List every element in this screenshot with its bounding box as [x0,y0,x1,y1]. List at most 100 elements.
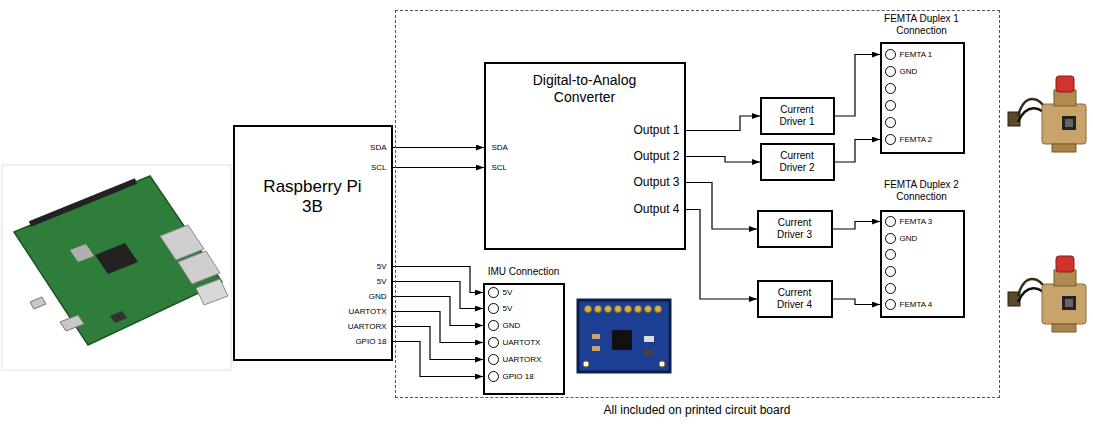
pin-label: FEMTA 1 [900,50,933,59]
solder-pad [625,306,632,313]
board-name: Raspberry Pi 3B [257,177,369,216]
ethernet-port [196,279,228,305]
pin-circle [886,50,896,60]
pin-label: SCL [371,163,387,172]
signal-wire [686,209,757,299]
pin-circle [886,234,896,244]
photo-frame [2,165,231,370]
femta-thruster-photo [1008,76,1086,152]
pin-circle [489,288,499,298]
connector-heading: FEMTA Duplex 2 Connection [876,179,968,202]
converter-box: Digital-to-Analog ConverterSDA SCL Output … [484,62,686,250]
pin-label: UARTOTX [349,307,387,316]
pin-circle [886,135,896,145]
pin-circle [489,321,499,331]
pin-label: FEMTA 3 [900,217,933,226]
pin-label: 5V [503,304,513,313]
driver-box: Current Driver 1 [760,97,835,135]
pi-chip [70,244,94,262]
signal-wire [686,116,760,130]
solder-pad [595,306,602,313]
raspberry-pi-photo [2,165,231,370]
smd-part [644,350,654,356]
usb-port [178,251,220,284]
mount-hole [583,361,589,367]
pin-label: SCL [492,163,508,172]
mount-hole [659,361,665,367]
pin-label: GPIO 18 [355,337,386,346]
pin-circle [489,304,499,314]
gpio-header [30,181,136,224]
driver-box: Current Driver 4 [757,280,833,318]
driver-label: Current Driver 1 [769,104,825,127]
audio-jack [110,311,127,323]
imu-chip [612,330,632,350]
output-label: Output 4 [633,203,679,217]
computer-box: Raspberry Pi 3BSDASCL5V5VGNDUARTOTXUARTO… [233,125,393,361]
pcb-region: All included on printed circuit boardDig… [395,10,1000,398]
pin-label: GPIO 18 [503,372,534,381]
pin-circles [882,212,962,315]
signal-wire [833,222,880,230]
connector-box: FEMTA Duplex 2 ConnectionFEMTA 3GNDFEMTA… [880,210,965,318]
driver-box: Current Driver 2 [760,143,835,181]
signal-wire [393,147,484,148]
solder-pad [655,306,662,313]
solder-pad [585,306,592,313]
smd-part [592,346,600,351]
pin-circle [886,217,896,227]
smd-part [592,334,600,339]
connector-box: IMU Connection5V5VGNDUARTOTXUARTORXGPIO … [483,283,565,395]
pin-label: SDA [492,143,508,152]
signal-wire [835,140,880,163]
driver-label: Current Driver 3 [767,217,823,240]
pin-circle [489,372,499,382]
pin-circle [886,118,896,128]
signal-wire [393,342,483,377]
pin-label: GND [900,67,918,76]
pin-label: GND [503,321,521,330]
pi-chip [95,243,138,274]
solder-pad [615,306,622,313]
signal-wire [393,327,483,360]
signal-wire [833,299,880,305]
signal-wire [393,267,483,293]
pin-label: UARTOTX [503,338,541,347]
usb-power-port [30,297,46,309]
connector-box: FEMTA Duplex 1 ConnectionFEMTA 1GNDFEMTA… [880,42,965,154]
pin-label: GND [900,234,918,243]
output-label: Output 1 [633,124,679,138]
pin-label: UARTORX [348,322,387,331]
connector-heading: FEMTA Duplex 1 Connection [876,13,968,36]
pin-circle [886,67,896,77]
pin-label: FEMTA 2 [900,135,933,144]
hdmi-port [60,315,84,331]
pi-board [14,176,222,345]
signal-wire [835,55,880,117]
pin-circle [886,250,896,260]
region-caption: All included on printed circuit board [487,404,907,418]
pin-label: SDA [370,143,386,152]
signal-wire [686,156,760,162]
pin-circle [886,84,896,94]
pin-label: FEMTA 4 [900,300,933,309]
pin-label: UARTORX [503,355,542,364]
driver-box: Current Driver 3 [757,210,833,248]
driver-label: Current Driver 4 [767,287,823,310]
pin-circle [886,300,896,310]
solder-pad [635,306,642,313]
pin-label: 5V [503,288,513,297]
converter-title: Digital-to-Analog Converter [510,72,660,104]
pin-label: GND [369,292,387,301]
pin-circle [489,338,499,348]
output-label: Output 2 [633,150,679,164]
smd-part [644,336,654,342]
pin-circle [886,267,896,277]
pin-circle [886,101,896,111]
pin-label: 5V [377,277,387,286]
solder-pad [645,306,652,313]
femta-thruster-photo [1008,256,1086,332]
connector-heading: IMU Connection [469,266,579,278]
signal-wire [393,167,484,168]
